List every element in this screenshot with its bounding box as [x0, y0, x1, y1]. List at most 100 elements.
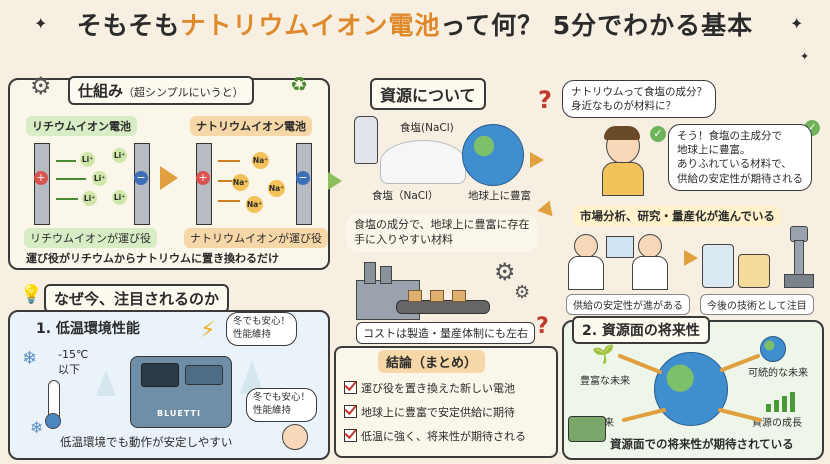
winter-bubble-2-text: 冬でも安心！ 性能維持 — [253, 392, 311, 416]
flow-arrow — [537, 200, 559, 222]
sparkle-icon: ✦ — [34, 14, 48, 33]
cost-caption: コストは製造・量産体制にも左右 — [356, 322, 535, 344]
page-title: そもそもナトリウムイオン電池って何？ 5分でわかる基本 — [0, 6, 830, 42]
resources-caption: 食塩の成分で、地球上に豊富に存在 手に入りやすい材料 — [346, 214, 538, 252]
conclusion-item: 運び役を置き換えた新しい電池 — [344, 380, 515, 396]
conclusion-item-text: 地球上に豊富で安定供給に期待 — [361, 406, 515, 419]
question-icon: ? — [536, 314, 549, 339]
title-pre: そもそも — [76, 11, 181, 40]
salt-pile — [380, 140, 466, 184]
winter-bubble-1: 冬でも安心！ 性能維持 — [226, 312, 298, 346]
factory-icon — [356, 262, 490, 320]
sparkle-icon: ✦ — [800, 50, 810, 63]
temperature-label: -15℃ 以下 — [58, 348, 89, 376]
title-highlight: ナトリウムイオン電池 — [180, 11, 441, 40]
resources-header: 資源について — [370, 78, 486, 110]
plus-sign: + — [34, 171, 48, 185]
growth-chart-icon — [766, 392, 796, 412]
earth-label: 地球上に豊富 — [468, 190, 531, 202]
winter-bubble-1-text: 冬でも安心！ 性能維持 — [233, 316, 291, 340]
future-growth: 資源の成長 — [752, 418, 802, 429]
li-ion: Li⁺ — [112, 190, 127, 205]
thermometer-icon — [45, 380, 61, 429]
lithium-label: リチウムイオン電池 — [26, 116, 137, 136]
why-now-header: なぜ今、注目されるのか — [44, 284, 230, 313]
check-icon — [344, 429, 357, 442]
mechanism-header: 仕組み（超シンプルにいうと） — [68, 76, 254, 105]
lightbulb-icon: 💡 — [20, 284, 43, 305]
resources-caption-text: 食塩の成分で、地球上に豊富に存在 手に入りやすい材料 — [354, 218, 530, 246]
minus-sign: − — [296, 171, 310, 185]
conclusion-item: 低温に強く、将来性が期待される — [344, 428, 526, 444]
researchers-scene — [566, 228, 676, 290]
mechanism-header-sub: （超シンプルにいうと） — [123, 86, 244, 99]
transition-arrow — [160, 166, 178, 190]
future-header: 2. 資源面の将来性 — [572, 316, 710, 344]
lithium-caption: リチウムイオンが運び役 — [24, 228, 157, 248]
question-icon: ? — [538, 86, 552, 114]
future-caption: 資源面での将来性が期待されている — [610, 437, 794, 451]
winter-bubble-2: 冬でも安心！ 性能維持 — [246, 388, 318, 422]
lightning-icon: ⚡ — [200, 318, 216, 343]
na-ion: Na⁺ — [232, 174, 249, 191]
na-ion: Na⁺ — [252, 152, 269, 169]
why-now-caption: 低温環境でも動作が安定しやすい — [60, 435, 233, 449]
gear-icon: ⚙ — [494, 258, 516, 286]
li-ion: Li⁺ — [82, 191, 97, 206]
conclusion-item-text: 運び役を置き換えた新しい電池 — [361, 382, 515, 395]
market-header: 市場分析、研究・量産化が進んでいる — [574, 206, 781, 226]
li-ion: Li⁺ — [92, 171, 107, 186]
ion-flow-arrow — [218, 200, 240, 202]
salt-label-bottom: 食塩（NaCl） — [372, 190, 439, 202]
earth-icon — [462, 124, 524, 186]
sodium-caption: ナトリウムイオンが運び役 — [184, 228, 328, 248]
gear-icon: ⚙ — [514, 282, 531, 303]
portable-power-station: BLUETTI — [130, 356, 232, 428]
conclusion-item-text: 低温に強く、将来性が期待される — [361, 430, 526, 443]
check-icon — [344, 381, 357, 394]
battery-jars — [702, 238, 772, 288]
person-avatar — [282, 424, 308, 450]
na-ion: Na⁺ — [268, 180, 285, 197]
conclusion-header: 結論（まとめ） — [378, 350, 486, 373]
mechanism-summary: 運び役がリチウムからナトリウムに置き換わるだけ — [26, 252, 279, 265]
flow-arrow — [530, 152, 544, 168]
question-bubble: ナトリウムって食塩の成分？ 身近なものが材料に？ — [562, 80, 716, 119]
snowflake-icon: ❄ — [22, 348, 38, 369]
ion-flow-arrow — [218, 160, 240, 162]
snowflake-icon: ❄ — [30, 418, 44, 437]
portable-power-station — [568, 416, 606, 442]
answer-bubble: そう！食塩の主成分で 地球上に豊富。 ありふれている材料で、 供給の安定性が期待… — [668, 124, 812, 191]
salt-shaker-icon — [354, 116, 378, 164]
conclusion-item: 地球上に豊富で安定供給に期待 — [344, 404, 515, 420]
future-rich: 豊富な未来 — [580, 376, 630, 387]
earth-icon — [654, 352, 728, 426]
question-text: ナトリウムって食塩の成分？ 身近なものが材料に？ — [571, 86, 707, 113]
gear-icon: ⚙ — [30, 72, 52, 100]
li-ion: Li⁺ — [80, 152, 95, 167]
seedling-icon: 🌱 — [592, 344, 615, 365]
sparkle-icon: ✦ — [790, 14, 804, 33]
earth-icon — [760, 336, 786, 362]
answer-text: そう！食塩の主成分で 地球上に豊富。 ありふれている材料で、 供給の安定性が期待… — [677, 130, 803, 185]
market-stable: 供給の安定性が進がある — [566, 294, 690, 315]
sodium-label: ナトリウムイオン電池 — [190, 116, 312, 136]
salt-label: 食塩(NaCl) — [400, 122, 454, 134]
na-ion: Na⁺ — [246, 196, 263, 213]
snow-trees — [96, 370, 116, 396]
check-icon: ✓ — [650, 126, 666, 142]
market-future-tech: 今後の技術として注目 — [700, 294, 814, 315]
check-icon — [344, 405, 357, 418]
li-ion: Li⁺ — [112, 148, 127, 163]
product-brand: BLUETTI — [157, 409, 201, 418]
recycle-icon: ♻ — [290, 72, 308, 96]
flow-arrow — [328, 172, 342, 190]
ion-flow-arrow — [56, 160, 76, 162]
plus-sign: + — [196, 171, 210, 185]
mechanism-header-main: 仕組み — [78, 82, 124, 100]
person-avatar — [600, 126, 644, 196]
flow-arrow — [684, 250, 698, 266]
title-post: って何？ 5分でわかる基本 — [440, 11, 754, 40]
ion-flow-arrow — [56, 198, 78, 200]
